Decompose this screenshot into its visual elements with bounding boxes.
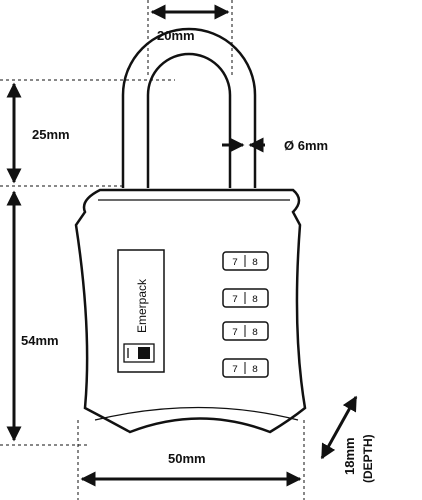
dial-4: 7 8: [222, 358, 269, 378]
arrow-depth: [320, 395, 358, 460]
dial-1-left-digit: 7: [232, 258, 238, 269]
dial-1: 7 8: [222, 251, 269, 271]
label-shackle-inner-width: 20mm: [157, 28, 195, 43]
extension-lines: [0, 0, 305, 500]
lock-body: [74, 188, 307, 434]
dial-2-left-digit: 7: [232, 295, 238, 306]
label-shackle-height: 25mm: [32, 127, 70, 142]
brand-text: Emerpack: [135, 278, 149, 333]
dial-2-right-digit: 8: [252, 295, 258, 306]
brand-logo-icon: [123, 343, 155, 363]
label-depth-value: 18mm: [342, 437, 357, 475]
label-body-height: 54mm: [21, 333, 59, 348]
dial-4-right-digit: 8: [252, 365, 258, 376]
dial-3-left-digit: 7: [232, 328, 238, 339]
brand-label: Emerpack: [117, 249, 165, 373]
shackle: [121, 27, 257, 188]
dial-4-left-digit: 7: [232, 365, 238, 376]
dial-1-right-digit: 8: [252, 258, 258, 269]
dial-3-right-digit: 8: [252, 328, 258, 339]
dial-3: 7 8: [222, 321, 269, 341]
dial-2: 7 8: [222, 288, 269, 308]
label-depth-text: (DEPTH): [361, 434, 375, 483]
dimension-arrows: [6, 4, 358, 487]
label-shackle-diameter: Ø 6mm: [284, 138, 328, 153]
label-body-width: 50mm: [168, 451, 206, 466]
combination-dials: 7 8 7 8 7 8 7 8: [222, 251, 269, 378]
